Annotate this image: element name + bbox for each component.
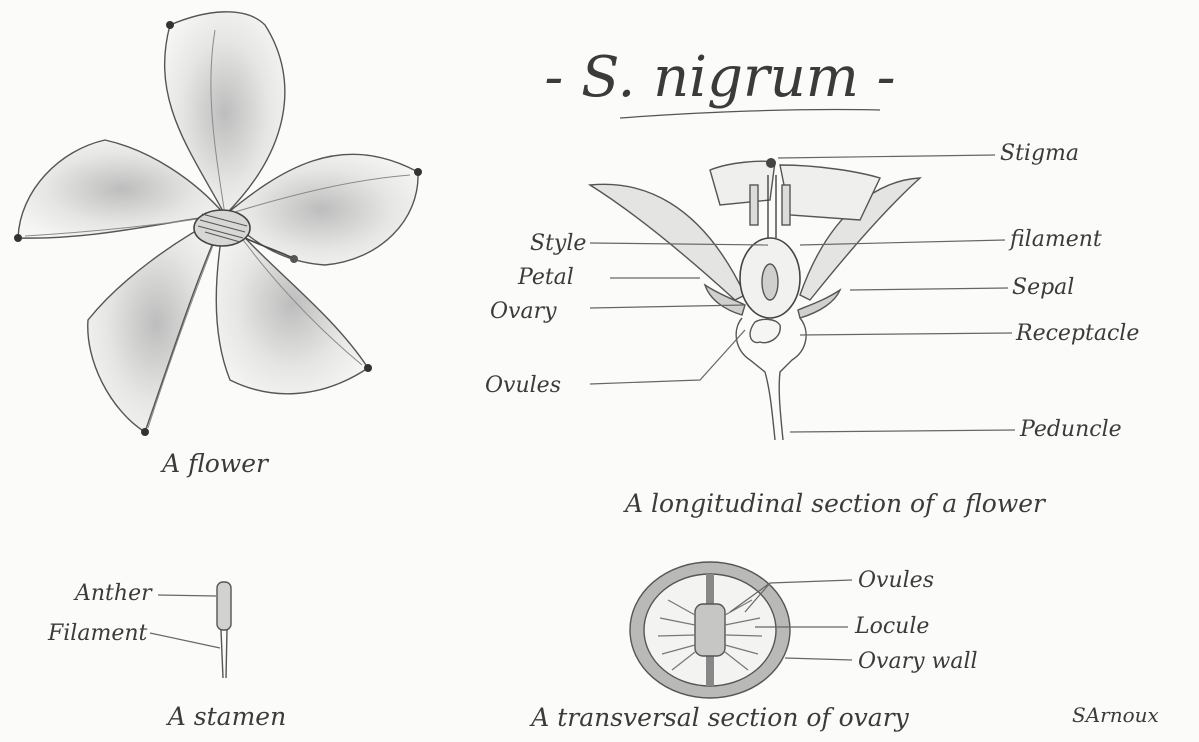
title-underline bbox=[620, 109, 880, 118]
label-receptacle: Receptacle bbox=[1015, 321, 1139, 346]
longitudinal-caption: A longitudinal section of a flower bbox=[623, 489, 1047, 518]
label-petal: Petal bbox=[517, 265, 574, 290]
transversal-caption: A transversal section of ovary bbox=[529, 703, 909, 732]
label-ovules-section: Ovules bbox=[485, 373, 561, 398]
label-filament-stamen: Filament bbox=[47, 621, 148, 646]
flower-drawing bbox=[14, 12, 422, 436]
flower-caption: A flower bbox=[160, 449, 270, 478]
label-locule: Locule bbox=[854, 614, 929, 639]
label-filament-section: filament bbox=[1008, 227, 1102, 252]
label-ovary: Ovary bbox=[490, 299, 557, 324]
stamen-drawing bbox=[217, 582, 231, 678]
label-ovules-transversal: Ovules bbox=[858, 568, 934, 593]
label-peduncle: Peduncle bbox=[1019, 417, 1122, 442]
page-title: - S. nigrum - bbox=[544, 45, 895, 110]
label-sepal: Sepal bbox=[1012, 275, 1074, 300]
stamen-caption: A stamen bbox=[166, 702, 286, 731]
label-anther: Anther bbox=[73, 581, 153, 606]
signature: SArnoux bbox=[1072, 703, 1159, 727]
longitudinal-section-drawing bbox=[590, 158, 920, 440]
label-style: Style bbox=[530, 231, 586, 256]
transversal-section-drawing bbox=[630, 562, 790, 698]
stamen-leader-lines bbox=[150, 595, 220, 648]
label-ovary-wall: Ovary wall bbox=[858, 649, 978, 674]
label-stigma: Stigma bbox=[1000, 141, 1079, 166]
